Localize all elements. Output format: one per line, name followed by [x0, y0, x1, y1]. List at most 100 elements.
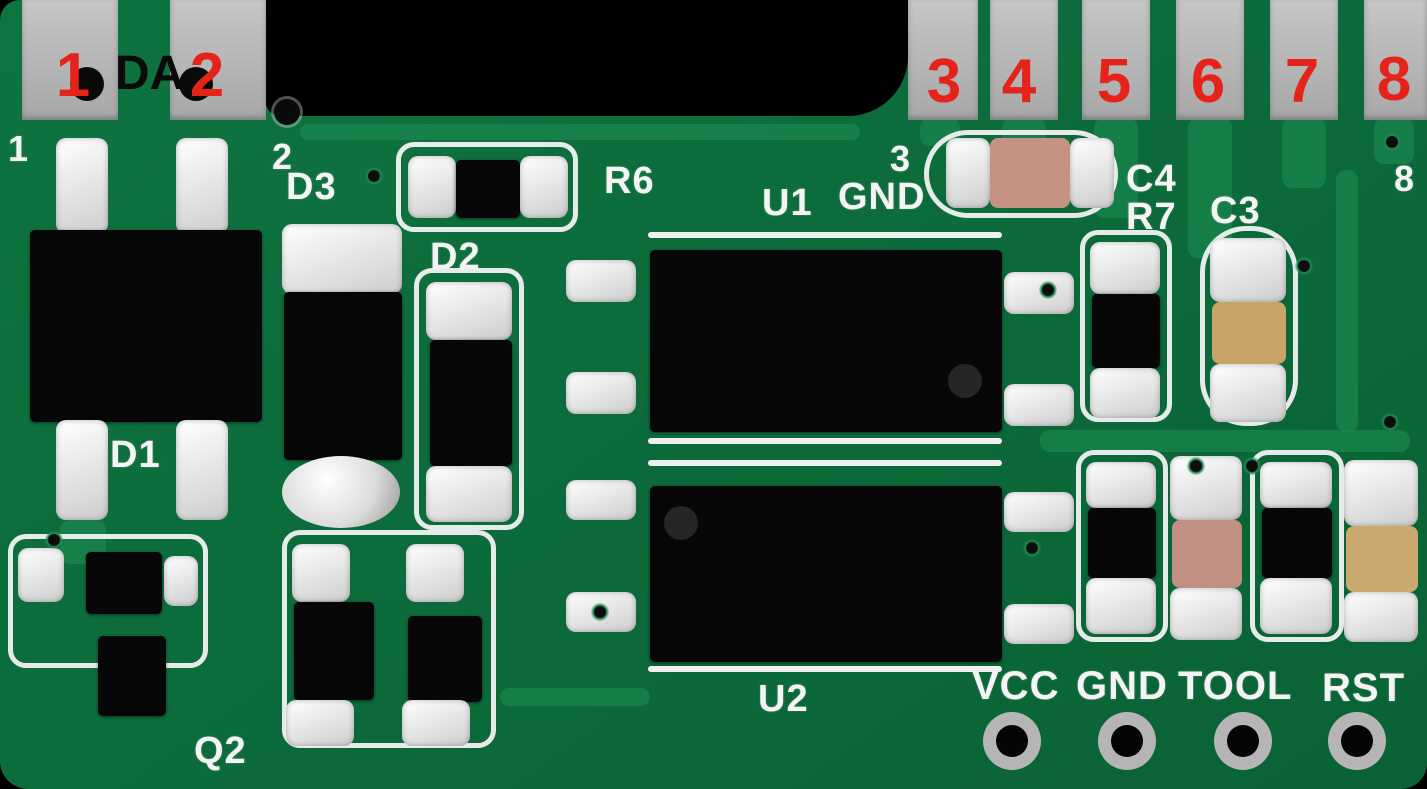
solder-pad	[1344, 460, 1418, 526]
solder-pad	[566, 372, 636, 414]
solder-pad	[1004, 384, 1074, 426]
silkscreen-outline-d2	[414, 268, 524, 530]
component-c3-body	[1212, 302, 1286, 364]
solder-pad	[1344, 592, 1418, 642]
via	[1023, 539, 1041, 557]
trace	[1040, 430, 1410, 452]
silkscreen-outline-c3	[1200, 226, 1298, 426]
silk-c4-label: C4	[1126, 158, 1177, 200]
component-r7-body	[1092, 294, 1160, 368]
solder-pad	[946, 138, 990, 208]
component-capacitor-body	[1346, 526, 1418, 592]
solder-pad	[56, 138, 108, 234]
red-pin-annotation-6: 6	[1190, 47, 1226, 116]
solder-pad	[1004, 604, 1074, 644]
solder-pad	[292, 544, 350, 602]
solder-pad	[56, 420, 108, 520]
solder-pad	[1260, 578, 1332, 634]
u1-pin1-marker	[948, 364, 982, 398]
silk-c3-label: C3	[1210, 190, 1261, 232]
component-r6-body	[456, 160, 520, 218]
edge-pad-8	[1364, 0, 1427, 120]
silkscreen-line	[648, 438, 1002, 444]
edge-pad-4	[990, 0, 1058, 120]
silk-gnd-label: GND	[1076, 664, 1168, 708]
silk-r7-label: R7	[1126, 196, 1177, 238]
silk-pin1-label: 1	[8, 128, 30, 169]
solder-pad	[426, 466, 512, 522]
via	[1187, 457, 1205, 475]
solder-pad	[1070, 138, 1114, 208]
component-d3-body	[284, 292, 402, 460]
solder-pad	[176, 420, 228, 520]
silk-q2-label: Q2	[194, 730, 247, 772]
hole-rst	[1328, 712, 1386, 770]
solder-pad	[176, 138, 228, 234]
red-pin-annotation-3: 3	[926, 47, 962, 116]
solder-pad	[408, 156, 456, 218]
via	[1295, 257, 1313, 275]
component-d2-body	[430, 340, 512, 466]
silk-pin8-label: 8	[1394, 158, 1416, 199]
red-pin-annotation-1: 1	[55, 41, 91, 110]
solder-pad	[1210, 238, 1286, 302]
solder-pad	[402, 700, 470, 746]
silk-d2-label: D2	[430, 236, 481, 278]
via	[1383, 133, 1401, 151]
trace	[500, 688, 650, 706]
via	[1243, 457, 1261, 475]
solder-pad	[1090, 368, 1160, 418]
silkscreen-line	[648, 460, 1002, 466]
board-hole	[274, 99, 300, 125]
component-body	[294, 602, 374, 700]
component-body	[1088, 508, 1156, 578]
solder-pad	[18, 548, 64, 602]
solder-pad	[1170, 588, 1242, 640]
solder-pad	[1086, 462, 1156, 508]
silk-r6-label: R6	[604, 160, 655, 202]
silk-d3-label: D3	[286, 166, 337, 208]
red-pin-annotation-2: 2	[189, 41, 225, 110]
da-annotation: DA	[115, 47, 185, 100]
hole-gnd	[1098, 712, 1156, 770]
component-u2-body	[650, 486, 1002, 662]
hole-tool	[1214, 712, 1272, 770]
solder-pad	[1004, 492, 1074, 532]
silkscreen-outline-r7	[1080, 230, 1172, 422]
red-pin-annotation-5: 5	[1096, 47, 1132, 116]
solder-pad	[164, 556, 198, 606]
solder-pad	[1210, 364, 1286, 422]
u2-pin1-marker	[664, 506, 698, 540]
component-body	[408, 616, 482, 702]
solder-pad	[406, 544, 464, 602]
pad1-hole	[70, 67, 104, 101]
edge-pad-1	[22, 0, 118, 120]
edge-pad-7	[1270, 0, 1338, 120]
solder-pad	[426, 282, 512, 340]
silk-u2-label: U2	[758, 678, 809, 720]
solder-pad	[566, 260, 636, 302]
component-d1-body	[30, 230, 262, 422]
edge-pad-2	[170, 0, 266, 120]
silkscreen-line	[648, 232, 1002, 238]
red-pin-annotation-4: 4	[1001, 47, 1037, 116]
component-u1-body	[650, 250, 1002, 432]
solder-pad	[282, 224, 402, 294]
silkscreen-outline-c4	[924, 130, 1118, 218]
solder-pad	[1086, 578, 1156, 634]
trace	[1336, 170, 1358, 432]
via	[1039, 281, 1057, 299]
solder-pad	[286, 700, 354, 746]
silk-u1-label: U1	[762, 182, 813, 224]
silk-pin3-label: 3	[890, 138, 912, 179]
component-body	[98, 636, 166, 716]
red-pin-annotation-7: 7	[1284, 47, 1320, 116]
solder-blob	[282, 456, 400, 528]
silkscreen-line	[648, 666, 1002, 672]
component-body	[1262, 508, 1332, 578]
board-notch	[266, 0, 908, 116]
silkscreen-outline-r6	[396, 142, 578, 232]
silk-tool-label: TOOL	[1178, 664, 1293, 708]
silkscreen-outline	[282, 530, 496, 748]
